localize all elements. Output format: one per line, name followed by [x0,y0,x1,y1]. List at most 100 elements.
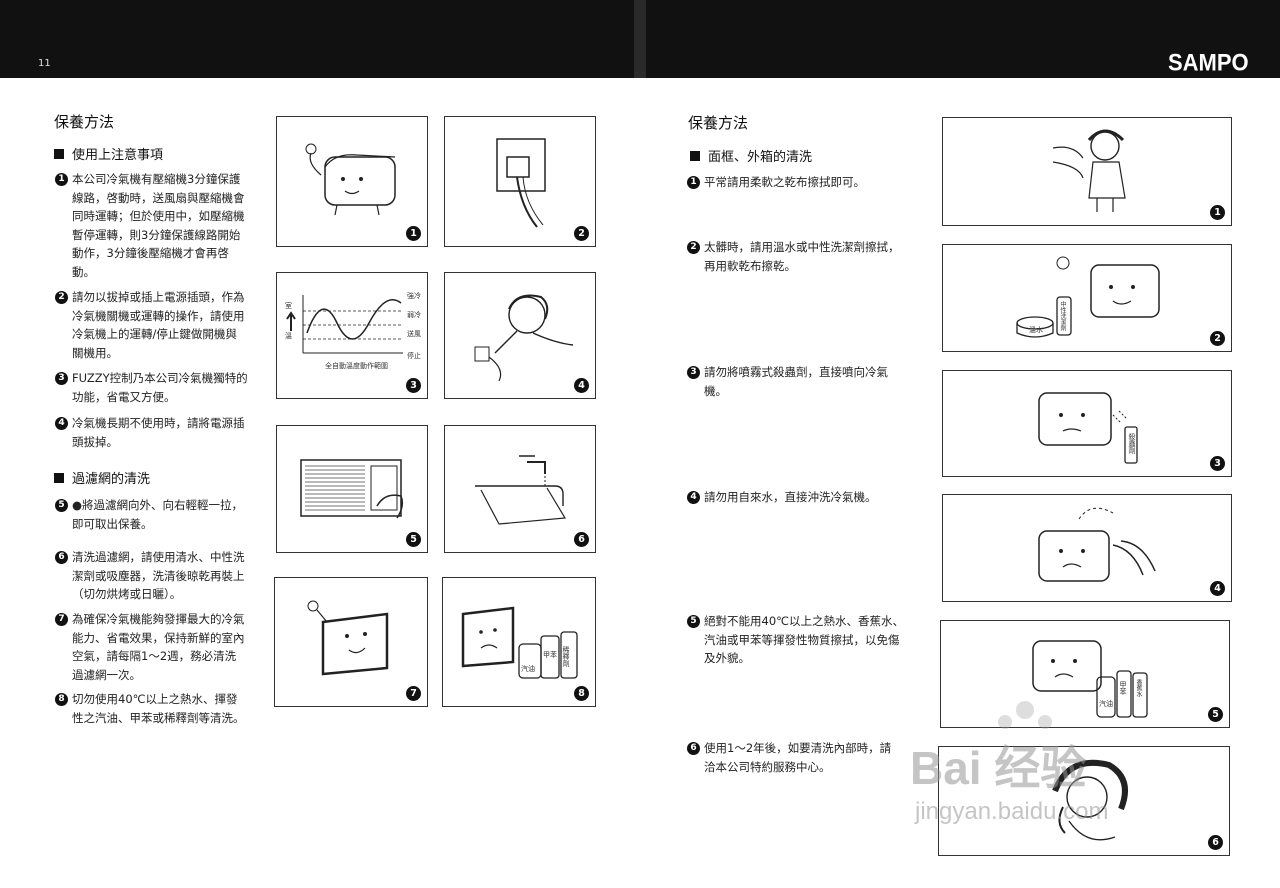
item-text-line: 汽油或甲苯等揮發性物質擦拭，以免傷 [704,632,900,647]
ac-insecticide-spray-illustration [1038,392,1138,464]
item-text-line: 洽本公司特約服務中心。 [704,759,831,774]
temperature-range-chart-icon [286,295,403,354]
item-text-line: 冷氣機上的運轉/停止鍵做開機與 [72,327,237,341]
illustration-panel-7: 7 [274,577,428,707]
item-text-line: 請勿用自來水，直接沖洗冷氣機。 [704,490,877,504]
item-number-badge: 5 [55,499,68,512]
item-number-badge: 1 [55,173,68,186]
item-number-badge: 2 [687,241,700,254]
item-text-line: 即可取出保養。 [72,516,153,531]
item-number-badge: 6 [55,551,68,564]
panel-number-badge: 5 [406,532,421,547]
illustration-panel-r5: 汽油 甲苯 香蕉水 5 [940,620,1230,728]
item-text-line: 動作，3分鐘後壓縮機才會再啓 [72,246,229,260]
label-insecticide: 殺蟲劑 [1128,433,1136,454]
item-text-line: 頭拔掉。 [72,434,118,449]
ac-with-warm-water-illustration [1016,256,1160,338]
girl-wiping-illustration [1052,129,1126,212]
label-neutral-detergent: 中性洗潔劑 [1059,301,1066,331]
watermark-url: jingyan.baidu.com [915,798,1109,825]
chart-y-label-top: 室 [285,302,292,310]
illustration-panel-4: 4 [444,272,596,399]
panel-number-badge: 2 [574,226,589,241]
woman-on-phone-illustration [1052,759,1128,841]
item-text-line: 性之汽油、甲苯或稀釋劑等清洗。 [72,710,245,725]
item-text-line: 平常請用柔軟之乾布擦拭即可。 [704,175,865,189]
illustration-panel-5: 5 [276,425,428,553]
instruction-item: 1 平常請用柔軟之乾布擦拭即可。 [687,173,924,192]
item-text-line: 切勿使用40℃以上之熱水、揮發 [72,692,238,706]
bottle-label-toluene: 甲苯 [1119,681,1127,695]
item-text-line: 同時運轉；但於使用中，如壓縮機 [72,209,245,223]
item-text-line: 太髒時，請用溫水或中性洗潔劑擦拭， [704,240,900,254]
illustration-panel-2: 2 [444,116,596,247]
panel-number-badge: 2 [1210,331,1225,346]
item-text-line: 機。 [704,383,727,398]
chart-label-strong: 強冷 [407,292,421,300]
item-text-line: 功能，省電又方便。 [72,389,176,404]
illustration-panel-r3: 殺蟲劑 3 [942,370,1232,477]
illustration-panel-r6: 6 [938,746,1230,856]
panel-number-badge: 3 [1210,456,1225,471]
illustration-panel-1: 1 [276,116,428,247]
page-number: 11 [38,58,51,69]
panel-number-badge: 8 [574,686,589,701]
bottle-label-thinner: 稀釋劑 [562,646,570,667]
item-text-line: 冷氣機關機或運轉的操作，請使用 [72,308,245,323]
chart-y-label-bottom: 溫 [285,332,292,340]
item-text-line: 線路，啓動時，送風扇與壓縮機會 [72,190,245,205]
item-number-badge: 1 [687,176,700,189]
panel-number-badge: 4 [1210,581,1225,596]
chart-label-stop: 停止 [407,352,421,360]
item-text-line: 及外貌。 [704,651,750,665]
item-text-line: FUZZY控制乃本公司冷氣機獨特的 [72,371,248,385]
item-number-badge: 3 [55,372,68,385]
left-page-title: 保養方法 [54,113,115,131]
chart-label-weak: 弱冷 [407,311,421,319]
filter-removal-illustration [300,459,404,519]
filter-washing-illustration [475,455,567,525]
item-text-line: 暫停運轉，則3分鐘保護線路開始 [72,227,241,242]
person-unplugging-illustration [474,294,574,382]
bottle-label-gasoline: 汽油 [1099,700,1113,708]
right-page-title: 保養方法 [688,114,749,132]
ac-volatile-solvents-illustration [1032,640,1148,718]
panel-number-badge: 5 [1208,707,1223,722]
item-number-badge: 5 [687,615,700,628]
item-text-line: 清洗過濾網，請使用清水、中性洗 [72,550,245,564]
item-text-line: 為確保冷氣機能夠發揮最大的冷氣 [72,612,245,626]
square-bullet-icon [54,472,64,483]
item-text-line: 使用1～2年後，如要清洗內部時，請 [704,741,892,755]
item-text-line: 絕對不能用40℃以上之熱水、香蕉水、 [704,614,905,628]
square-bullet-icon [54,148,64,159]
illustration-panel-r4: 4 [942,494,1232,602]
instruction-item: 2 太髒時，請用溫水或中性洗潔劑擦拭， 再用軟乾布擦乾。 [687,238,924,275]
item-number-badge: 6 [687,742,700,755]
item-text-line: 潔劑或吸塵器，洗清後晾乾再裝上 [72,568,245,583]
illustration-panel-r1: 1 [942,117,1232,226]
item-text-line: 冷氣機長期不使用時，請將電源插 [72,416,245,430]
item-text-line: 再用軟乾布擦乾。 [704,258,796,273]
illustration-panel-r2: 溫水 中性洗潔劑 2 [942,244,1232,352]
item-number-badge: 4 [687,491,700,504]
wall-socket-plug-illustration [496,138,546,228]
panel-number-badge: 1 [406,226,421,241]
chart-caption: 全自動溫度動作範圍 [325,362,388,370]
item-text-line: 動。 [72,264,95,279]
item-text-line: ●將過濾網向外、向右輕輕一拉， [72,498,244,512]
panel-number-badge: 7 [406,686,421,701]
panel-number-badge: 6 [574,532,589,547]
square-bullet-icon [690,150,700,161]
watermark-text: Bai 经验 [910,742,1087,794]
item-text-line: 關機用。 [72,345,118,360]
bottle-label-toluene: 甲苯 [543,651,557,659]
section-heading-filter: 過濾網的清洗 [54,468,150,487]
filter-face-illustration [307,600,389,676]
filter-with-solvent-bottles-illustration [461,606,578,679]
item-text-line: 空氣，請每隔1～2週，務必清洗 [72,649,237,663]
